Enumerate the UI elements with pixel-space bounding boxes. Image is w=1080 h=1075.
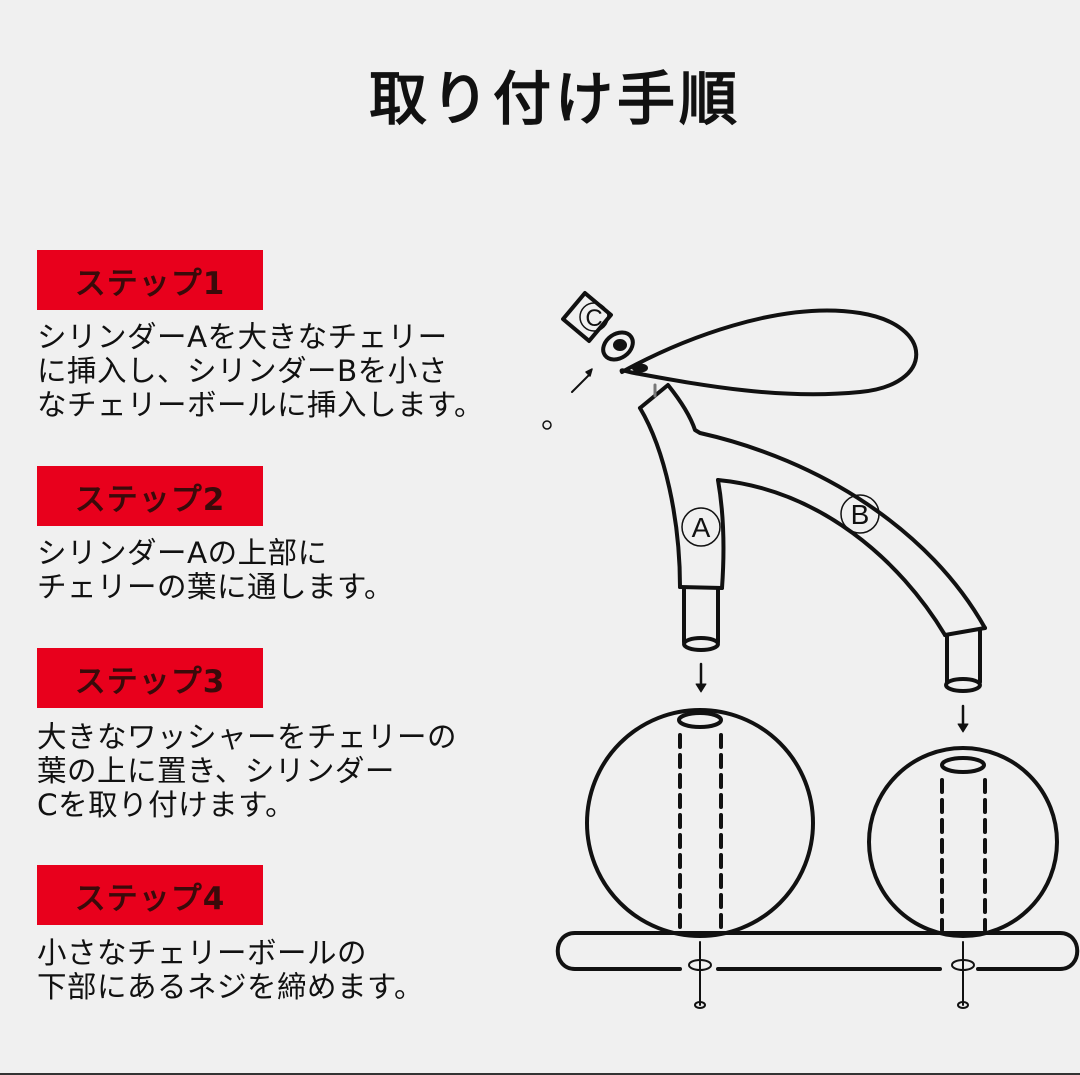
step-3-label: ステップ3	[74, 663, 226, 700]
step-1-line-2: に挿入し、シリンダーBを小さ	[37, 354, 448, 388]
step-2-badge: ステップ2	[37, 466, 263, 526]
step-3-text: 大きなワッシャーをチェリーの 葉の上に置き、シリンダー Cを取り付けます。	[37, 720, 577, 822]
step-4-badge: ステップ4	[37, 865, 263, 925]
step-1-line-1: シリンダーAを大きなチェリー	[37, 320, 448, 354]
step-2-label: ステップ2	[74, 481, 226, 518]
label-c-circle	[579, 302, 609, 332]
step-3-line-2: 葉の上に置き、シリンダー	[37, 754, 395, 788]
step-3-badge: ステップ3	[37, 648, 263, 708]
base-plate	[555, 931, 1080, 971]
step-1-line-3: なチェリーボールに挿入します。	[37, 388, 485, 422]
label-a-circle	[681, 507, 721, 547]
small-cherry-ball	[867, 746, 1059, 938]
step-2-line-1: シリンダーAの上部に	[37, 536, 328, 570]
cylinder-a-left	[638, 406, 682, 589]
screw-left	[688, 941, 712, 1009]
step-3-line-1: 大きなワッシャーをチェリーの	[37, 720, 458, 754]
step-4-text: 小さなチェリーボールの 下部にあるネジを締めます。	[37, 936, 577, 1004]
step-1-badge: ステップ1	[37, 250, 263, 310]
label-b-circle	[840, 494, 880, 534]
page-title: 取り付け手順	[368, 65, 741, 133]
washer	[601, 330, 635, 362]
cherry-leaf	[619, 308, 919, 397]
label-a: A	[692, 512, 711, 543]
step-1-text: シリンダーAを大きなチェリー に挿入し、シリンダーBを小さ なチェリーボールに挿…	[37, 320, 577, 422]
step-4-line-1: 小さなチェリーボールの	[37, 936, 368, 970]
step-4-line-2: 下部にあるネジを締めます。	[37, 970, 425, 1004]
step-3-line-3: Cを取り付けます。	[37, 788, 296, 822]
cylinder-a-right	[716, 478, 726, 590]
label-b: B	[851, 499, 870, 530]
step-2-line-2: チェリーの葉に通します。	[37, 570, 395, 604]
cylinder-b-inner	[716, 478, 947, 637]
step-1-label: ステップ1	[74, 265, 226, 302]
cylinder-stem-outer	[638, 383, 987, 630]
bottom-border	[0, 1073, 1080, 1075]
large-cherry-ball	[585, 708, 815, 938]
step-2-text: シリンダーAの上部に チェリーの葉に通します。	[37, 536, 577, 604]
step-4-label: ステップ4	[74, 880, 226, 917]
screw-right	[951, 941, 975, 1009]
label-c: C	[585, 305, 602, 332]
